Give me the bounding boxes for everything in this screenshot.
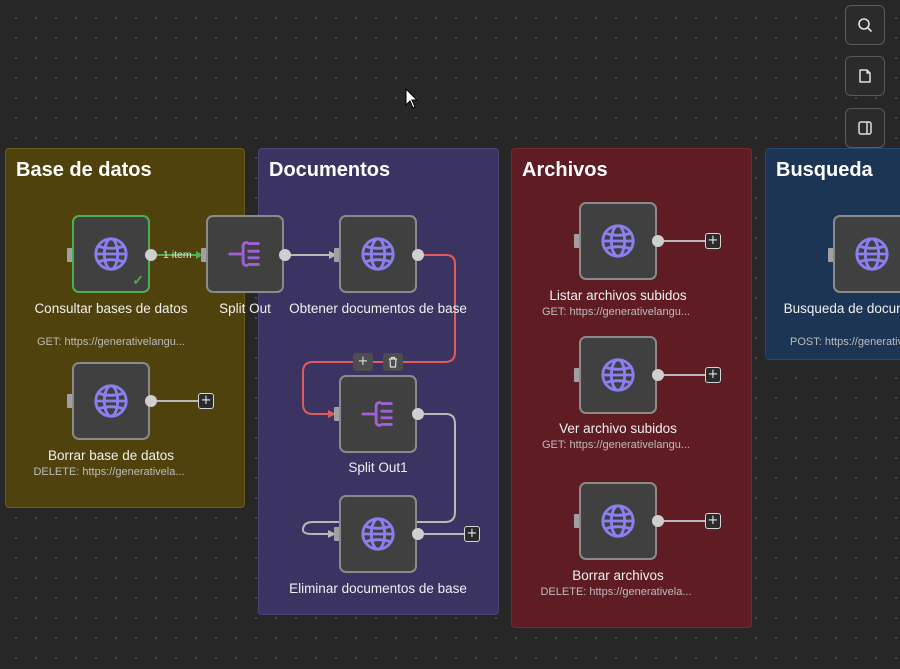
globe-icon [853,235,891,273]
node-label: Borrar base de datos [47,448,175,463]
sticky-note-icon [859,69,871,83]
node-label: Listar archivos subidos [549,288,687,303]
globe-icon [599,356,637,394]
node-split-out1[interactable] [339,375,417,453]
output-port[interactable] [652,369,664,381]
success-check-icon: ✓ [132,272,144,288]
node-subtitle: DELETE: https://generativela... [540,586,692,598]
group-title: Archivos [522,159,608,181]
arrowhead [329,251,337,259]
input-port[interactable] [334,527,340,541]
arrowhead [328,530,336,538]
add-sticky-note-button[interactable] [845,56,885,96]
input-port[interactable] [201,248,207,262]
node-label: Busqueda de documentos [783,301,900,316]
group-title: Busqueda [776,159,873,181]
node-obtener-documentos[interactable] [339,215,417,293]
node-split-out[interactable] [206,215,284,293]
input-port[interactable] [334,248,340,262]
output-port[interactable] [652,515,664,527]
node-borrar-base[interactable] [72,362,150,440]
panel-toggle-icon [858,121,872,135]
globe-icon [92,235,130,273]
group-base-de-datos[interactable]: Base de datos [5,148,245,508]
globe-icon [359,515,397,553]
input-port[interactable] [334,407,340,421]
globe-icon [92,382,130,420]
input-port[interactable] [67,394,73,408]
node-label: Obtener documentos de base [289,301,467,316]
node-listar-archivos[interactable] [579,202,657,280]
add-node-button[interactable]: + [705,367,721,383]
node-busqueda-documentos[interactable] [833,215,900,293]
mouse-cursor-icon [405,88,419,109]
node-subtitle: DELETE: https://generativela... [33,466,185,478]
delete-icon [389,356,397,368]
output-port[interactable] [145,395,157,407]
output-port[interactable] [145,249,157,261]
node-label: Borrar archivos [572,568,664,583]
node-ver-archivo[interactable] [579,336,657,414]
node-label: Ver archivo subidos [559,421,677,436]
toggle-panel-button[interactable] [845,108,885,148]
node-eliminar-documentos[interactable] [339,495,417,573]
node-subtitle: POST: https://generativelangu... [790,336,900,348]
output-port[interactable] [279,249,291,261]
split-out-icon [226,235,264,273]
arrowhead [196,251,203,259]
add-node-button[interactable]: + [705,513,721,529]
node-borrar-archivos[interactable] [579,482,657,560]
split-out-icon [359,395,397,433]
output-port[interactable] [412,528,424,540]
node-subtitle: GET: https://generativelangu... [542,306,690,318]
output-port[interactable] [652,235,664,247]
node-label: Eliminar documentos de base [289,581,467,596]
search-button[interactable] [845,5,885,45]
input-port[interactable] [574,368,580,382]
connection-delete-button[interactable] [383,353,403,371]
add-node-button[interactable]: + [198,393,214,409]
node-subtitle: GET: https://generativelangu... [542,439,690,451]
add-node-button[interactable]: + [705,233,721,249]
node-consultar-bases[interactable]: ✓ [72,215,150,293]
node-label: Split Out1 [348,460,408,475]
item-count-label: 1 item [163,249,192,261]
search-icon [858,18,872,32]
input-port[interactable] [67,248,73,262]
globe-icon [599,502,637,540]
group-title: Base de datos [16,159,152,181]
output-port[interactable] [412,249,424,261]
globe-icon [359,235,397,273]
connection-split1-eliminar [301,413,456,535]
connection-obtener-split1 [302,254,456,415]
node-label: Consultar bases de datos [34,301,188,316]
node-label: Split Out [219,301,271,316]
input-port[interactable] [574,234,580,248]
input-port[interactable] [828,248,834,262]
node-subtitle: GET: https://generativelangu... [37,336,185,348]
globe-icon [599,222,637,260]
group-title: Documentos [269,159,391,181]
connection-add-button[interactable]: + [353,353,373,371]
add-node-button[interactable]: + [464,526,480,542]
input-port[interactable] [574,514,580,528]
output-port[interactable] [412,408,424,420]
arrowhead [328,410,336,418]
